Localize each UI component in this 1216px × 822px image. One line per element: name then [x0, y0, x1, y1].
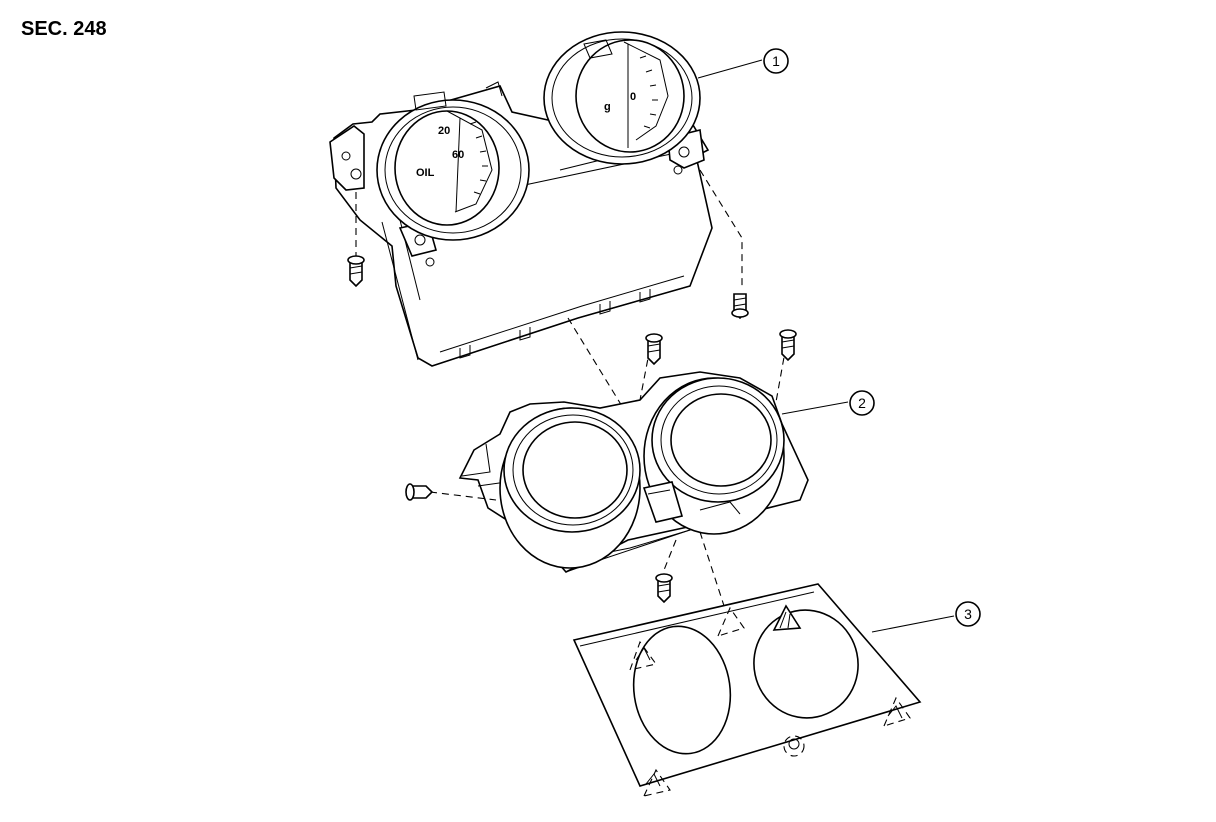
callout-1-circle [763, 48, 789, 74]
callout-2-label: 2 [858, 395, 866, 411]
screw-part2-top-right [779, 329, 797, 362]
cover-right-opening [753, 609, 859, 719]
g-gauge-tick-0: 0 [630, 91, 636, 103]
bezel-left-ring [499, 407, 641, 569]
callout-3-label: 3 [964, 606, 972, 622]
part-1-gauge-assembly: OIL 20 60 g 0 [329, 31, 789, 367]
g-gauge: g 0 [543, 31, 701, 165]
oil-gauge-tick-60: 60 [452, 149, 464, 161]
bezel-right-ring [643, 377, 785, 535]
g-gauge-label: g [604, 101, 611, 113]
screw-part2-bottom [655, 539, 677, 604]
oil-gauge-label: OIL [416, 167, 435, 179]
part-2-bezel: 2 [405, 329, 875, 604]
screw-part2-top-left [645, 333, 663, 366]
screw-part1-left [347, 192, 365, 288]
callout-2-circle [849, 390, 875, 416]
oil-gauge: OIL 20 60 [376, 91, 530, 241]
section-label: SEC. 248 [21, 18, 107, 40]
cover-left-opening [632, 625, 732, 755]
oil-gauge-tick-20: 20 [438, 125, 450, 137]
screw-part2-left [405, 483, 497, 501]
part-3-cover-panel: 3 [572, 583, 981, 797]
screw-part1-right [699, 169, 749, 320]
callout-1-label: 1 [772, 53, 780, 69]
callout-3-circle [955, 601, 981, 627]
